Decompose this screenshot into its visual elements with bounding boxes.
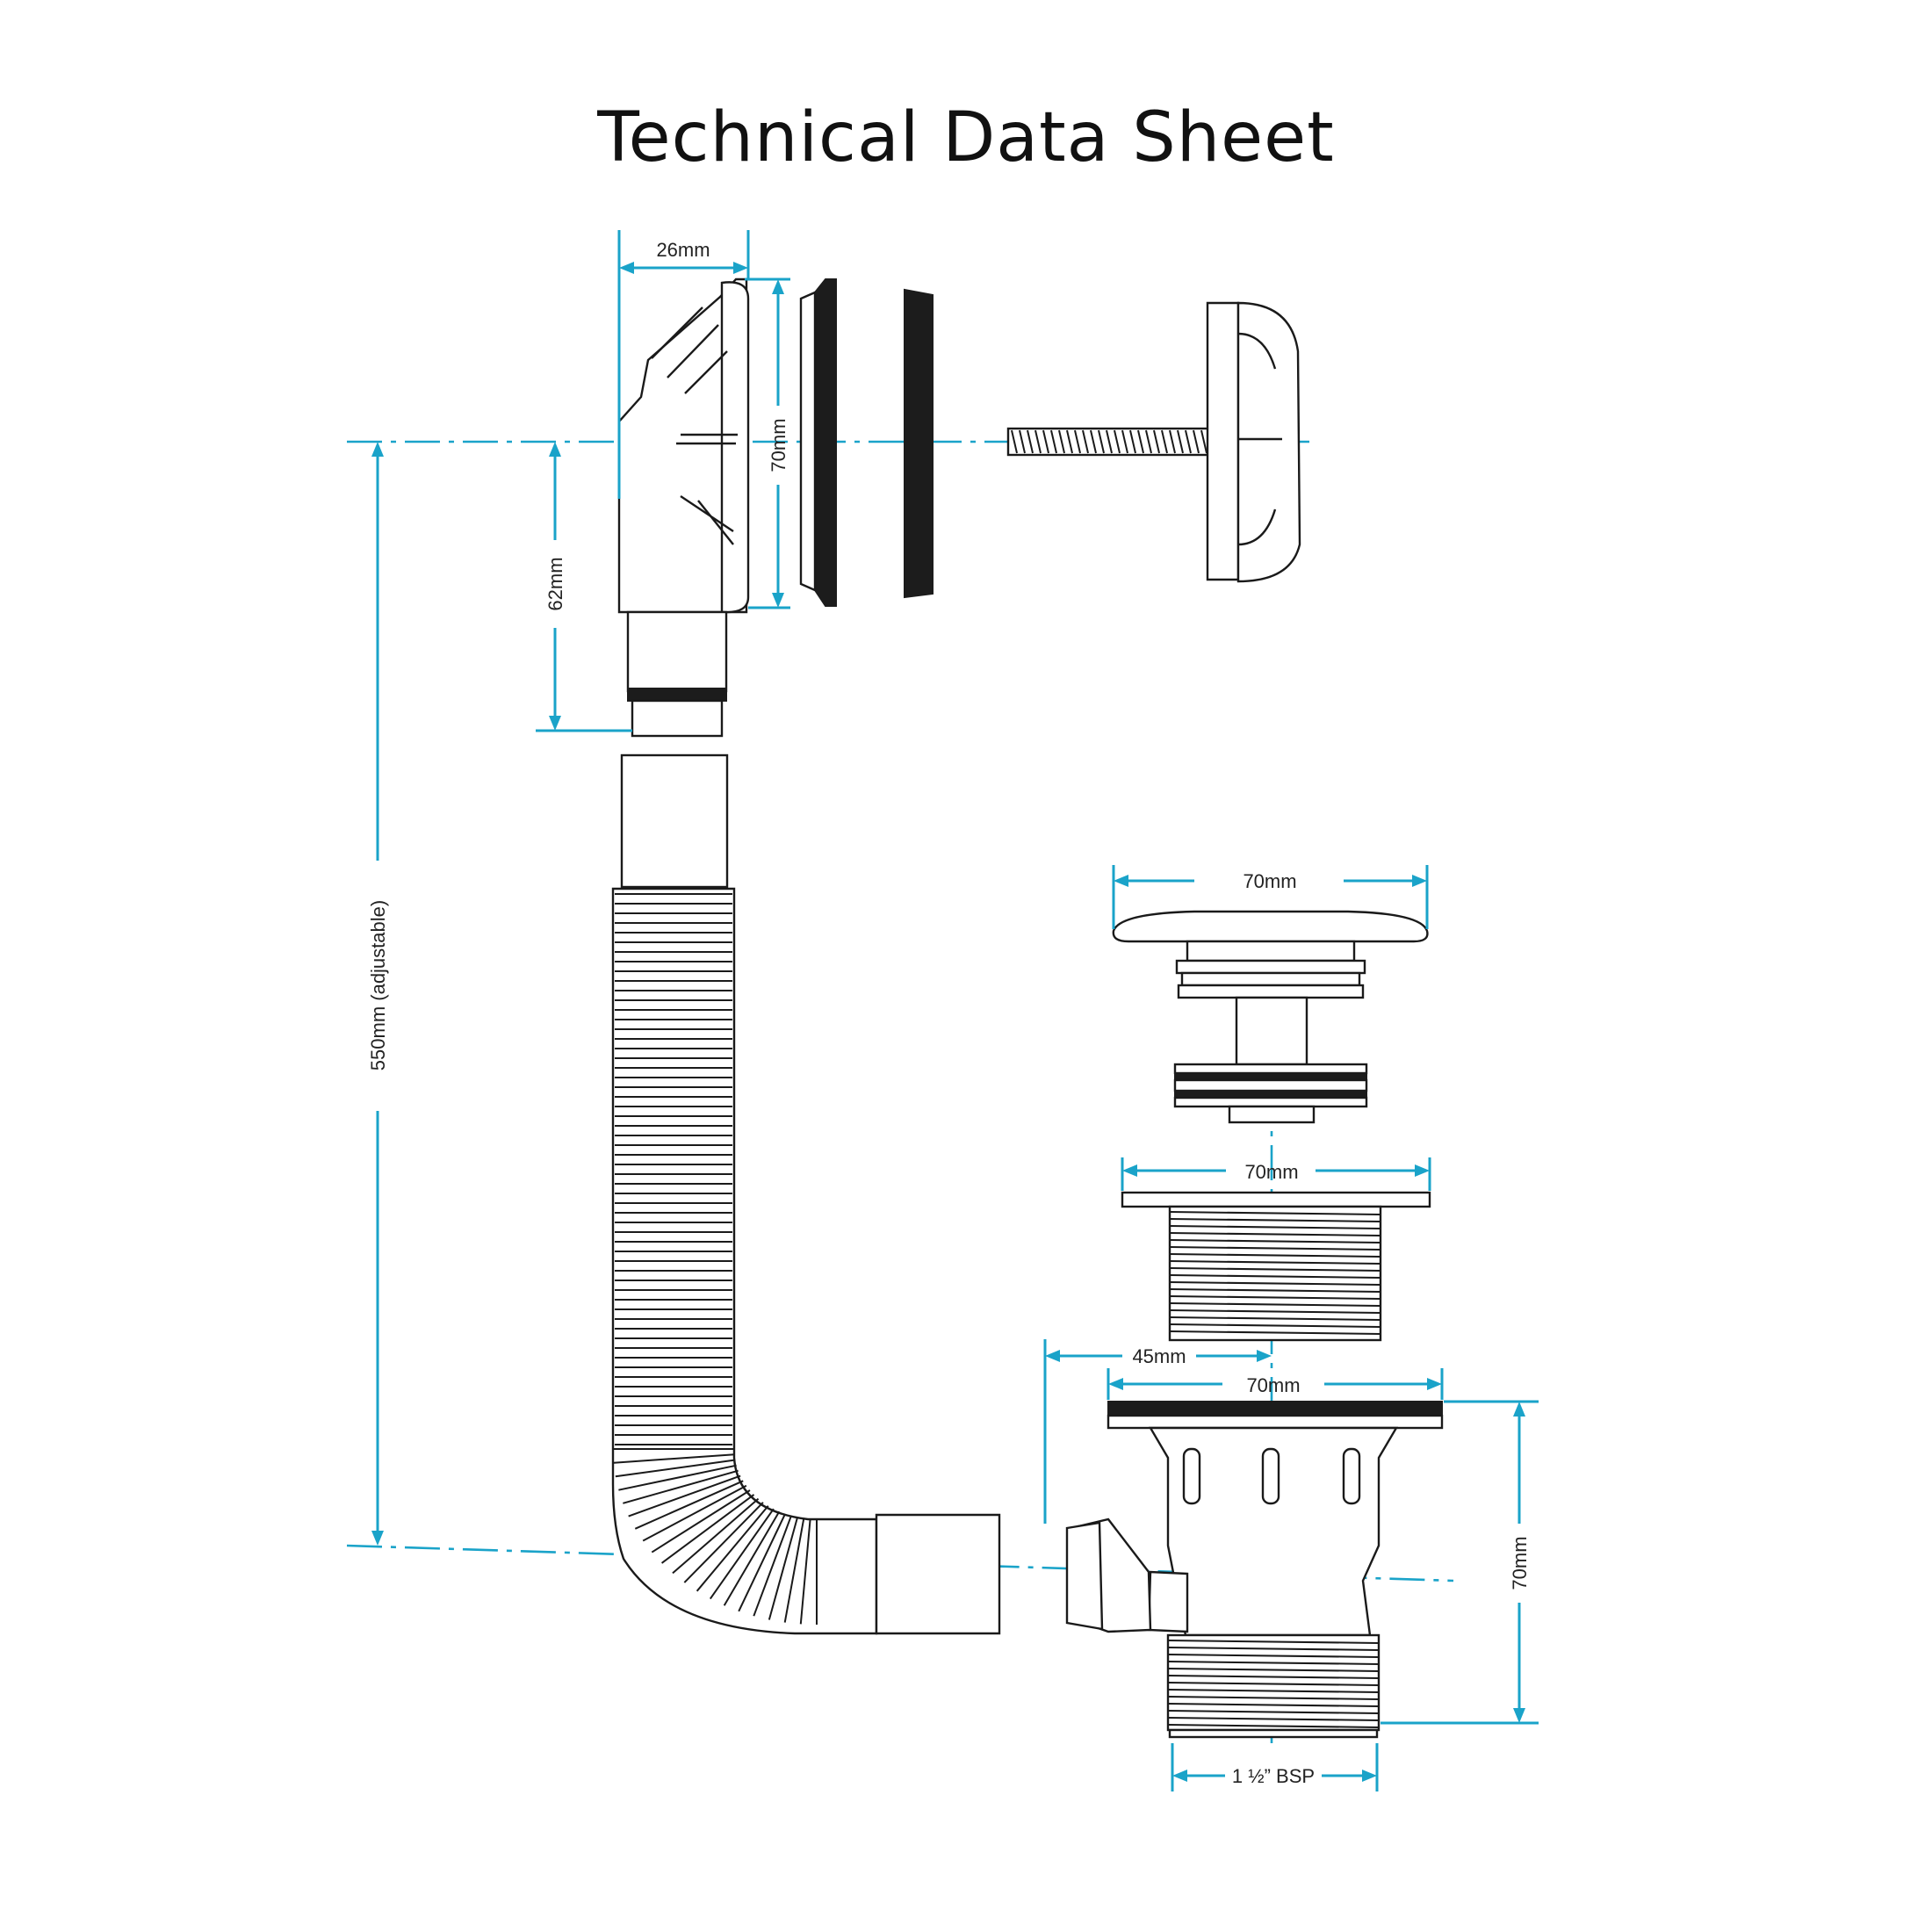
dim-label-thread: 1 ½” BSP <box>1232 1765 1315 1787</box>
dim-label-plug-diameter: 70mm <box>1243 870 1296 892</box>
overflow-cap <box>1206 301 1301 583</box>
click-clack-plug <box>1112 910 1429 1124</box>
dim-overflow-depth <box>617 230 750 499</box>
overflow-screw <box>1006 427 1210 457</box>
dim-label-outlet-offset: 45mm <box>1132 1345 1186 1367</box>
dim-label-waste-diameter: 70mm <box>1246 1374 1300 1396</box>
dim-thread <box>1171 1743 1379 1791</box>
dim-plug-diameter <box>1112 865 1429 929</box>
overflow-body <box>617 278 750 738</box>
dim-label-body-diameter: 70mm <box>1244 1161 1298 1183</box>
dim-overflow-height <box>745 278 790 609</box>
dim-label-waste-height: 70mm <box>1509 1536 1531 1590</box>
dim-label-overflow-height: 70mm <box>768 418 789 472</box>
flexible-hose <box>611 753 1001 1635</box>
dim-label-overflow-depth: 26mm <box>656 239 710 261</box>
page-title: Technical Data Sheet <box>597 98 1335 177</box>
dim-label-hose-length: 550mm (adjustable) <box>367 900 389 1071</box>
dim-label-overflow-offset: 62mm <box>544 557 566 610</box>
waste-outlet <box>1065 1401 1444 1739</box>
dim-overflow-offset <box>536 442 632 732</box>
dim-body-diameter <box>1121 1157 1431 1191</box>
waste-body <box>1121 1191 1431 1342</box>
dim-waste-diameter <box>1107 1368 1444 1400</box>
dim-hose-length <box>371 442 384 1546</box>
dim-outlet-offset <box>1043 1339 1272 1524</box>
dim-waste-height <box>1381 1400 1539 1725</box>
overflow-gaskets <box>799 278 934 607</box>
